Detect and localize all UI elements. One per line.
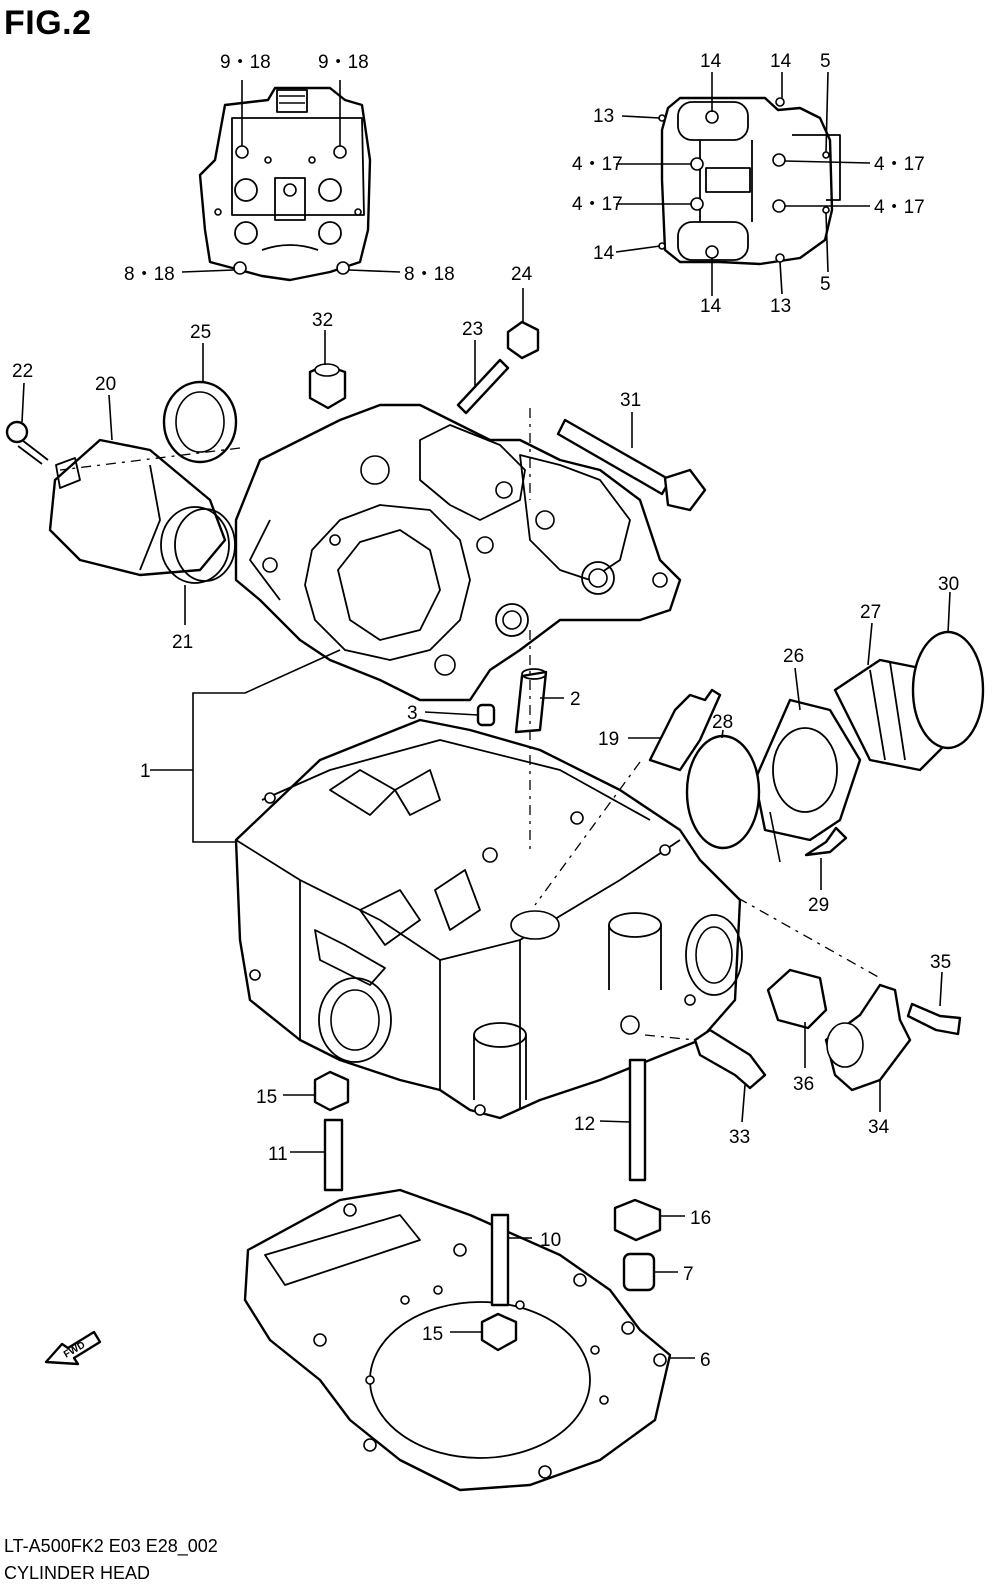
- callout-1: 1: [140, 761, 151, 782]
- callout-31: 31: [620, 390, 641, 411]
- callout-30: 30: [938, 574, 959, 595]
- cylinder-head: [234, 718, 743, 1120]
- callout-19: 19: [598, 729, 619, 750]
- callout-33: 33: [729, 1127, 750, 1148]
- part-28-oring: [685, 734, 761, 850]
- callout-15-upper: 15: [256, 1087, 277, 1108]
- callout-27: 27: [860, 602, 881, 623]
- callout-16: 16: [690, 1208, 711, 1229]
- callout-24: 24: [511, 264, 533, 285]
- callout-21: 21: [172, 632, 193, 653]
- callout-8-18-left: 8・18: [124, 264, 175, 285]
- callout-7: 7: [683, 1264, 694, 1285]
- callout-14-b: 14: [770, 51, 792, 72]
- part-21-gasket: [174, 508, 236, 582]
- callout-32: 32: [312, 310, 333, 331]
- part-36-thermostat: [766, 968, 828, 1030]
- callout-36: 36: [793, 1074, 814, 1095]
- callout-8-18-right: 8・18: [404, 264, 455, 285]
- part-29-bolt: [804, 826, 848, 857]
- callout-14-c: 14: [593, 243, 615, 264]
- callout-9-18-right: 9・18: [318, 52, 369, 73]
- head-top-view-inset: [181, 80, 401, 282]
- callout-14-a: 14: [700, 51, 722, 72]
- callout-labels: 9・18 9・18 8・18 8・18 14 14 5 13 4・17 4・17…: [12, 51, 959, 1371]
- part-2-sleeve: [514, 668, 548, 734]
- part-15-nut-lower: [480, 1312, 518, 1352]
- callout-9-18-left: 9・18: [220, 52, 271, 73]
- part-32-nut: [308, 363, 347, 410]
- part-10-stud: [490, 1213, 510, 1307]
- callout-35: 35: [930, 952, 951, 973]
- part-30-clamp: [911, 630, 985, 750]
- part-15-nut-upper: [313, 1070, 350, 1112]
- part-33-sensor: [693, 1028, 767, 1090]
- guide-lines: [59, 408, 881, 1041]
- leader-lines: [21, 288, 951, 1359]
- part-23-stud: [456, 358, 510, 415]
- callout-25: 25: [190, 322, 211, 343]
- gasket-top-view-inset: [615, 71, 871, 296]
- callout-15-lower: 15: [422, 1324, 443, 1345]
- part-11-stud: [323, 1118, 344, 1192]
- callout-13-b: 13: [770, 296, 791, 317]
- callout-12: 12: [574, 1114, 595, 1135]
- figure-title: FIG.2: [4, 4, 92, 42]
- callout-5-b: 5: [820, 274, 831, 295]
- callout-5-a: 5: [820, 51, 831, 72]
- part-26-intake-pipe: [753, 698, 862, 842]
- callout-4-17-b: 4・17: [572, 194, 623, 215]
- callout-11: 11: [268, 1144, 288, 1165]
- callout-14-d: 14: [700, 296, 722, 317]
- part-19-spark-plug: [648, 688, 722, 772]
- callout-23: 23: [462, 319, 483, 340]
- part-16-nut: [613, 1198, 662, 1242]
- callout-28: 28: [712, 712, 733, 733]
- callout-2: 2: [570, 689, 581, 710]
- part-7-dowel: [622, 1252, 656, 1292]
- cylinder-head-cover: [234, 403, 682, 702]
- callout-4-17-c: 4・17: [874, 154, 925, 175]
- part-20-cover: [48, 438, 230, 584]
- fwd-arrow-icon: FWD: [44, 1330, 102, 1366]
- callout-29: 29: [808, 895, 829, 916]
- callout-4-17-d: 4・17: [874, 197, 925, 218]
- callout-34: 34: [868, 1117, 890, 1138]
- part-35-bolt: [906, 1002, 962, 1036]
- part-22-bolt: [5, 420, 49, 465]
- part-12-stud: [628, 1058, 647, 1182]
- callout-10: 10: [540, 1230, 561, 1251]
- callout-3: 3: [407, 703, 418, 724]
- callout-26: 26: [783, 646, 804, 667]
- part-34-housing: [824, 983, 912, 1092]
- diagram-caption: CYLINDER HEAD: [4, 1563, 151, 1583]
- part-31-bolt: [556, 418, 707, 512]
- model-code: LT-A500FK2 E03 E28_002: [4, 1536, 218, 1556]
- head-gasket: [243, 1188, 672, 1492]
- callout-22: 22: [12, 361, 33, 382]
- part-3-dowel: [476, 703, 496, 727]
- callout-4-17-a: 4・17: [572, 154, 623, 175]
- callout-20: 20: [95, 374, 116, 395]
- callout-6: 6: [700, 1350, 711, 1371]
- callout-13-a: 13: [593, 106, 614, 127]
- part-24-nut: [506, 320, 540, 360]
